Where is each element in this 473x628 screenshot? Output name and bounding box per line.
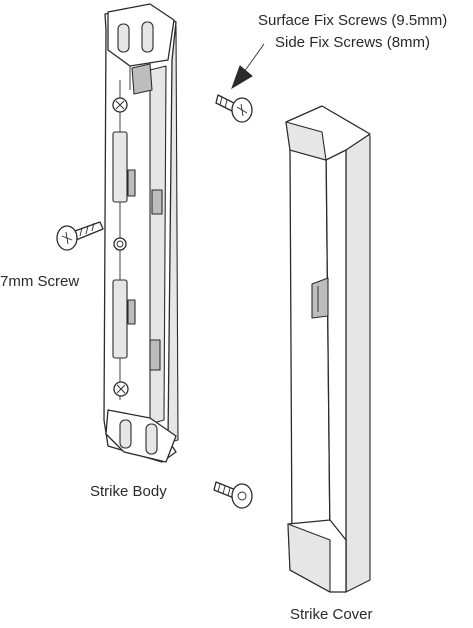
strike-cover-label: Strike Cover [290, 606, 373, 623]
strike-cover [285, 105, 371, 593]
screw-7mm [56, 221, 104, 251]
strike-body-label: Strike Body [90, 483, 167, 500]
pointer-arrow [231, 43, 265, 90]
surface-fix-screws-label: Surface Fix Screws (9.5mm) [258, 12, 448, 29]
surface-fix-screw [215, 94, 253, 123]
screw-7mm-label: 7mm Screw [0, 273, 80, 290]
side-fix-screw [213, 481, 253, 509]
side-fix-screws-label: Side Fix Screws (8mm) [275, 34, 431, 51]
strike-body [103, 3, 179, 463]
